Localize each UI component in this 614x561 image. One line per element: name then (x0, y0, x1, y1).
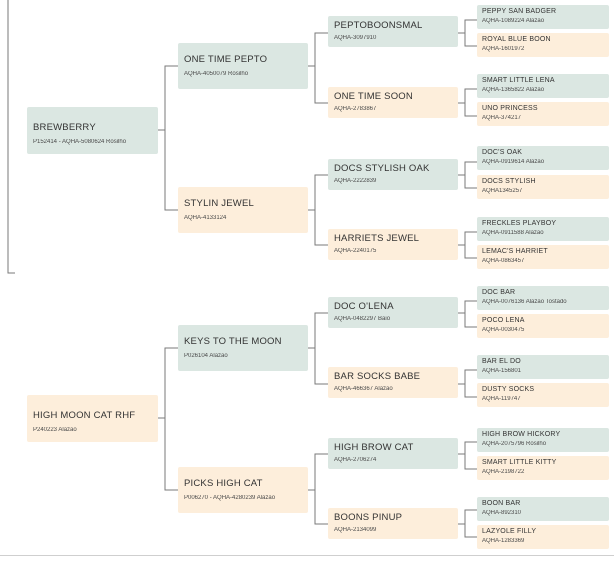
horse-info: AQHA-3097910 (334, 35, 377, 41)
gen3-card-7[interactable]: HIGH BROW CAT AQHA-2706274 (328, 438, 458, 469)
horse-name: SMART LITTLE KITTY (482, 459, 557, 466)
dam-name: HIGH MOON CAT RHF (33, 410, 136, 421)
horse-info: AQHA-2706274 (334, 457, 377, 463)
horse-name: UNO PRINCESS (482, 105, 538, 112)
gen4-card-12[interactable]: DUSTY SOCKS AQHA-119747 (477, 383, 609, 407)
horse-name: LEMAC'S HARRIET (482, 248, 548, 255)
horse-name: ROYAL BLUE BOON (482, 36, 551, 43)
horse-info: AQHA-119747 (482, 396, 521, 402)
horse-info: AQHA-4050079 Rosilho (184, 71, 249, 77)
dam-info: P240223 Alazão (33, 427, 77, 433)
horse-name: DOCS STYLISH OAK (334, 163, 430, 174)
gen4-card-13[interactable]: HIGH BROW HICKORY AQHA-2075796 Rosilho (477, 428, 609, 452)
horse-name: BAR EL DO (482, 358, 521, 365)
gen4-card-14[interactable]: SMART LITTLE KITTY AQHA-2198722 (477, 456, 609, 480)
sire-sire-card[interactable]: ONE TIME PEPTO AQHA-4050079 Rosilho (178, 43, 308, 89)
horse-info: AQHA-0076136 Alazão Tostado (482, 299, 567, 305)
gen4-card-16[interactable]: LAZYOLE FILLY AQHA-1283369 (477, 525, 609, 549)
horse-info: AQHA-2134099 (334, 527, 377, 533)
horse-name: PEPPY SAN BADGER (482, 8, 557, 15)
horse-info: AQHA-1601972 (482, 46, 525, 52)
gen3-card-1[interactable]: PEPTOBOONSMAL AQHA-3097910 (328, 16, 458, 47)
dam-sire-card[interactable]: KEYS TO THE MOON P026104 Alazão (178, 325, 308, 371)
horse-name: ONE TIME SOON (334, 91, 413, 102)
horse-name: DOC O'LENA (334, 301, 394, 312)
horse-info: AQHA-0919614 Alazão (482, 159, 545, 165)
sire-dam-card[interactable]: STYLIN JEWEL AQHA-4133124 (178, 187, 308, 233)
horse-info: P026104 Alazão (184, 353, 228, 359)
horse-info: AQHA-374217 (482, 115, 522, 121)
gen4-card-10[interactable]: POCO LENA AQHA-0030475 (477, 314, 609, 338)
gen4-card-3[interactable]: SMART LITTLE LENA AQHA-1365822 Alazão (477, 74, 609, 98)
horse-info: AQHA-2222839 (334, 178, 377, 184)
horse-info: AQHA-1283369 (482, 538, 525, 544)
gen3-card-8[interactable]: BOONS PINUP AQHA-2134099 (328, 508, 458, 539)
gen4-card-8[interactable]: LEMAC'S HARRIET AQHA-0863457 (477, 245, 609, 269)
horse-info: AQHA1345257 (482, 188, 523, 194)
horse-name: DOC'S OAK (482, 149, 523, 156)
horse-name: BAR SOCKS BABE (334, 371, 421, 382)
sire-name: BREWBERRY (33, 122, 96, 133)
horse-name: POCO LENA (482, 317, 525, 324)
horse-info: AQHA-0482297 Baio (334, 316, 391, 322)
sire-card[interactable]: BREWBERRY P152414 - AQHA-5080624 Rosilho (27, 107, 158, 154)
horse-name: DUSTY SOCKS (482, 386, 535, 393)
gen3-card-6[interactable]: BAR SOCKS BABE AQHA-466367 Alazão (328, 367, 458, 398)
horse-info: AQHA-2783867 (334, 106, 377, 112)
horse-info: AQHA-4133124 (184, 215, 227, 221)
dam-dam-card[interactable]: PICKS HIGH CAT P006270 - AQHA-4280239 Al… (178, 467, 308, 513)
horse-info: AQHA-1365822 Alazão (482, 87, 545, 93)
horse-name: HIGH BROW HICKORY (482, 431, 561, 438)
horse-info: AQHA-0863457 (482, 258, 525, 264)
horse-name: KEYS TO THE MOON (184, 336, 282, 347)
gen4-card-6[interactable]: DOCS STYLISH AQHA1345257 (477, 175, 609, 199)
gen4-card-11[interactable]: BAR EL DO AQHA-156801 (477, 355, 609, 379)
horse-info: P006270 - AQHA-4280239 Alazão (184, 495, 276, 501)
gen4-card-2[interactable]: ROYAL BLUE BOON AQHA-1601972 (477, 33, 609, 57)
horse-name: DOCS STYLISH (482, 178, 536, 185)
horse-name: STYLIN JEWEL (184, 198, 254, 209)
horse-name: SMART LITTLE LENA (482, 77, 555, 84)
gen4-card-1[interactable]: PEPPY SAN BADGER AQHA-1089224 Alazão (477, 5, 609, 29)
gen3-card-3[interactable]: DOCS STYLISH OAK AQHA-2222839 (328, 159, 458, 190)
bottom-divider (0, 555, 614, 556)
gen4-card-4[interactable]: UNO PRINCESS AQHA-374217 (477, 102, 609, 126)
horse-info: AQHA-1089224 Alazão (482, 18, 545, 24)
gen4-card-9[interactable]: DOC BAR AQHA-0076136 Alazão Tostado (477, 286, 609, 310)
horse-info: AQHA-892310 (482, 510, 522, 516)
horse-info: AQHA-466367 Alazão (334, 386, 393, 392)
horse-info: AQHA-2075796 Rosilho (482, 441, 547, 447)
horse-name: HIGH BROW CAT (334, 442, 414, 453)
horse-name: ONE TIME PEPTO (184, 54, 268, 65)
horse-name: BOONS PINUP (334, 512, 403, 523)
gen3-card-4[interactable]: HARRIETS JEWEL AQHA-2240175 (328, 229, 458, 260)
horse-name: FRECKLES PLAYBOY (482, 220, 557, 227)
horse-info: AQHA-0030475 (482, 327, 525, 333)
horse-name: HARRIETS JEWEL (334, 233, 420, 244)
horse-name: PEPTOBOONSMAL (334, 20, 423, 31)
horse-info: AQHA-2198722 (482, 469, 525, 475)
sire-info: P152414 - AQHA-5080624 Rosilho (33, 139, 127, 145)
horse-info: AQHA-0911588 Alazão (482, 230, 544, 236)
horse-name: BOON BAR (482, 500, 521, 507)
gen3-card-5[interactable]: DOC O'LENA AQHA-0482297 Baio (328, 297, 458, 328)
dam-card[interactable]: HIGH MOON CAT RHF P240223 Alazão (27, 395, 158, 442)
gen4-card-5[interactable]: DOC'S OAK AQHA-0919614 Alazão (477, 146, 609, 170)
gen3-card-2[interactable]: ONE TIME SOON AQHA-2783867 (328, 87, 458, 118)
horse-name: PICKS HIGH CAT (184, 478, 263, 489)
gen4-card-7[interactable]: FRECKLES PLAYBOY AQHA-0911588 Alazão (477, 217, 609, 241)
gen4-card-15[interactable]: BOON BAR AQHA-892310 (477, 497, 609, 521)
horse-info: AQHA-2240175 (334, 248, 377, 254)
horse-name: DOC BAR (482, 289, 516, 296)
horse-info: AQHA-156801 (482, 368, 522, 374)
horse-name: LAZYOLE FILLY (482, 528, 537, 535)
